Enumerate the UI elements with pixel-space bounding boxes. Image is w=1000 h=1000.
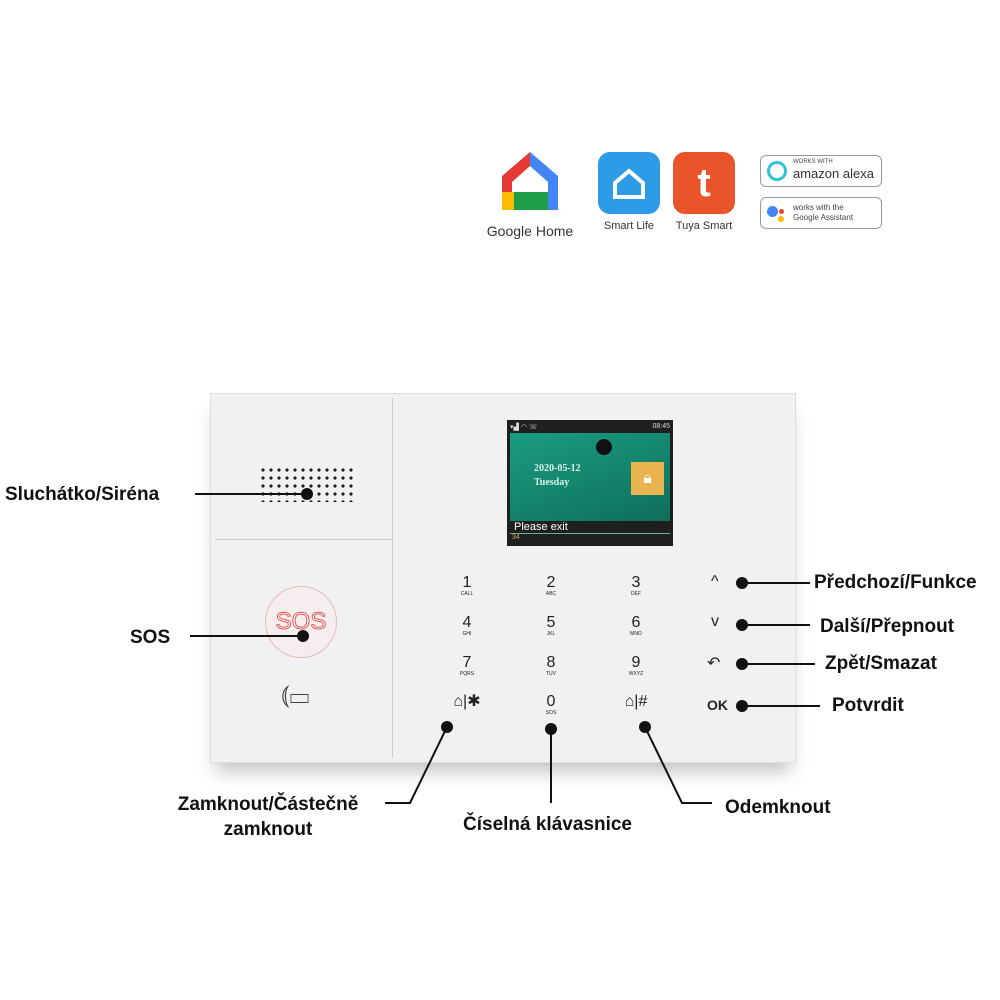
label-prev: Předchozí/Funkce [814,572,977,593]
assistant-text: Google Assistant [793,213,854,222]
key-letters: MNO [630,631,642,637]
clock: 08:45 [652,423,670,430]
label-sos: SOS [130,627,171,648]
down-key[interactable]: v [711,613,719,630]
key-letters: GHI [462,631,472,637]
pointer-dot [736,577,748,589]
alexa-icon [767,161,787,181]
up-key[interactable]: ^ [711,573,719,590]
key-letters: CALL [460,591,474,597]
label-disarm: Odemknout [725,797,831,818]
tuya-logo: t Tuya Smart [673,152,744,232]
panel-divider-h [215,539,392,540]
key-11[interactable]: ⌂|# [616,694,656,710]
alexa-text: amazon alexa [793,166,874,181]
key-digit: 7 [462,654,472,671]
google-assistant-icon [767,203,787,223]
alexa-small-text: WORKS WITH [793,159,833,165]
key-letters: SOS [545,710,557,716]
google-home-logo: Google Home [487,148,580,239]
pointer-dot [545,723,557,735]
key-digit: 6 [631,614,641,631]
label-speaker: Sluchátko/Siréna [5,484,160,505]
alarm-panel: SOS ⦅▭ [210,393,796,763]
tuya-label: Tuya Smart [675,220,733,232]
screen-date: 2020-05-12 [534,463,581,474]
lock-icon: 🔒︎ [631,462,664,495]
key-digit: ⌂|# [624,693,648,710]
back-key[interactable]: ↶ [707,655,721,672]
label-numpad: Číselná klávasnice [463,814,632,835]
pointer-dot [736,619,748,631]
label-next: Další/Přepnout [820,616,955,637]
pointer-dot [736,700,748,712]
key-letters: ABC [545,591,557,597]
key-9[interactable]: ⌂|✱ [447,694,487,710]
key-digit: 3 [631,574,641,591]
signal-icon: ▾▟ ◠ ☏ [510,424,538,431]
smart-life-logo: Smart Life [598,152,669,232]
key-letters: DEF [631,591,641,597]
assistant-small-text: works with the [793,203,844,212]
key-digit: 5 [546,614,556,631]
panel-divider [392,398,393,758]
pointer-dot [639,721,651,733]
pointer-dot [736,658,748,670]
screen-message: Please exit [510,521,670,534]
key-digit: 4 [462,614,472,631]
pointer-dot [441,721,453,733]
key-digit: 8 [546,654,556,671]
key-digit: 2 [546,574,556,591]
smart-life-icon [598,152,660,214]
key-letters: PQRS [459,671,475,677]
key-digit: ⌂|✱ [453,693,481,710]
rfid-card-icon: ⦅▭ [281,679,310,709]
label-arm-2: zamknout [223,819,313,840]
screen-wallpaper: 2020-05-12 Tuesday 🔒︎ [510,433,670,521]
key-digit: 1 [462,574,472,591]
key-letters: TUV [546,671,556,677]
lcd-screen: ▾▟ ◠ ☏ 08:45 2020-05-12 Tuesday 🔒︎ Please… [507,420,673,546]
label-back: Zpět/Smazat [825,653,937,674]
status-bar: ▾▟ ◠ ☏ 08:45 [510,423,670,433]
pointer-dot [297,630,309,642]
screen-day: Tuesday [534,477,570,488]
tuya-icon: t [673,152,735,214]
key-digit: 0 [546,693,556,710]
pointer-dot [301,488,313,500]
key-letters: WXYZ [628,671,644,677]
screen-counter: 34 [512,534,520,541]
label-confirm: Potvrdit [832,695,904,716]
key-digit: 9 [631,654,641,671]
sos-button[interactable]: SOS [265,586,337,658]
pointer-dot [596,439,612,455]
label-arm-1: Zamknout/Částečně [177,794,359,815]
key-letters: JKL [546,631,556,637]
google-home-label: Google Home [486,223,574,239]
ok-key[interactable]: OK [707,697,728,713]
smart-life-label: Smart Life [603,220,655,232]
google-home-icon [502,152,558,210]
